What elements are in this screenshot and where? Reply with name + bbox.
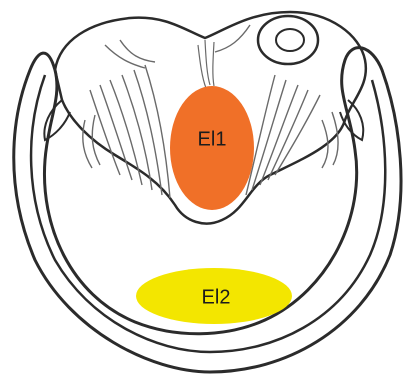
muscle-shading-left	[83, 40, 170, 198]
electrode-1-label: El1	[198, 128, 227, 150]
midline-shading	[198, 40, 214, 88]
electrode-2-label: El2	[202, 286, 231, 308]
vertebra-canal	[276, 29, 304, 51]
vertebra-body	[258, 16, 318, 64]
